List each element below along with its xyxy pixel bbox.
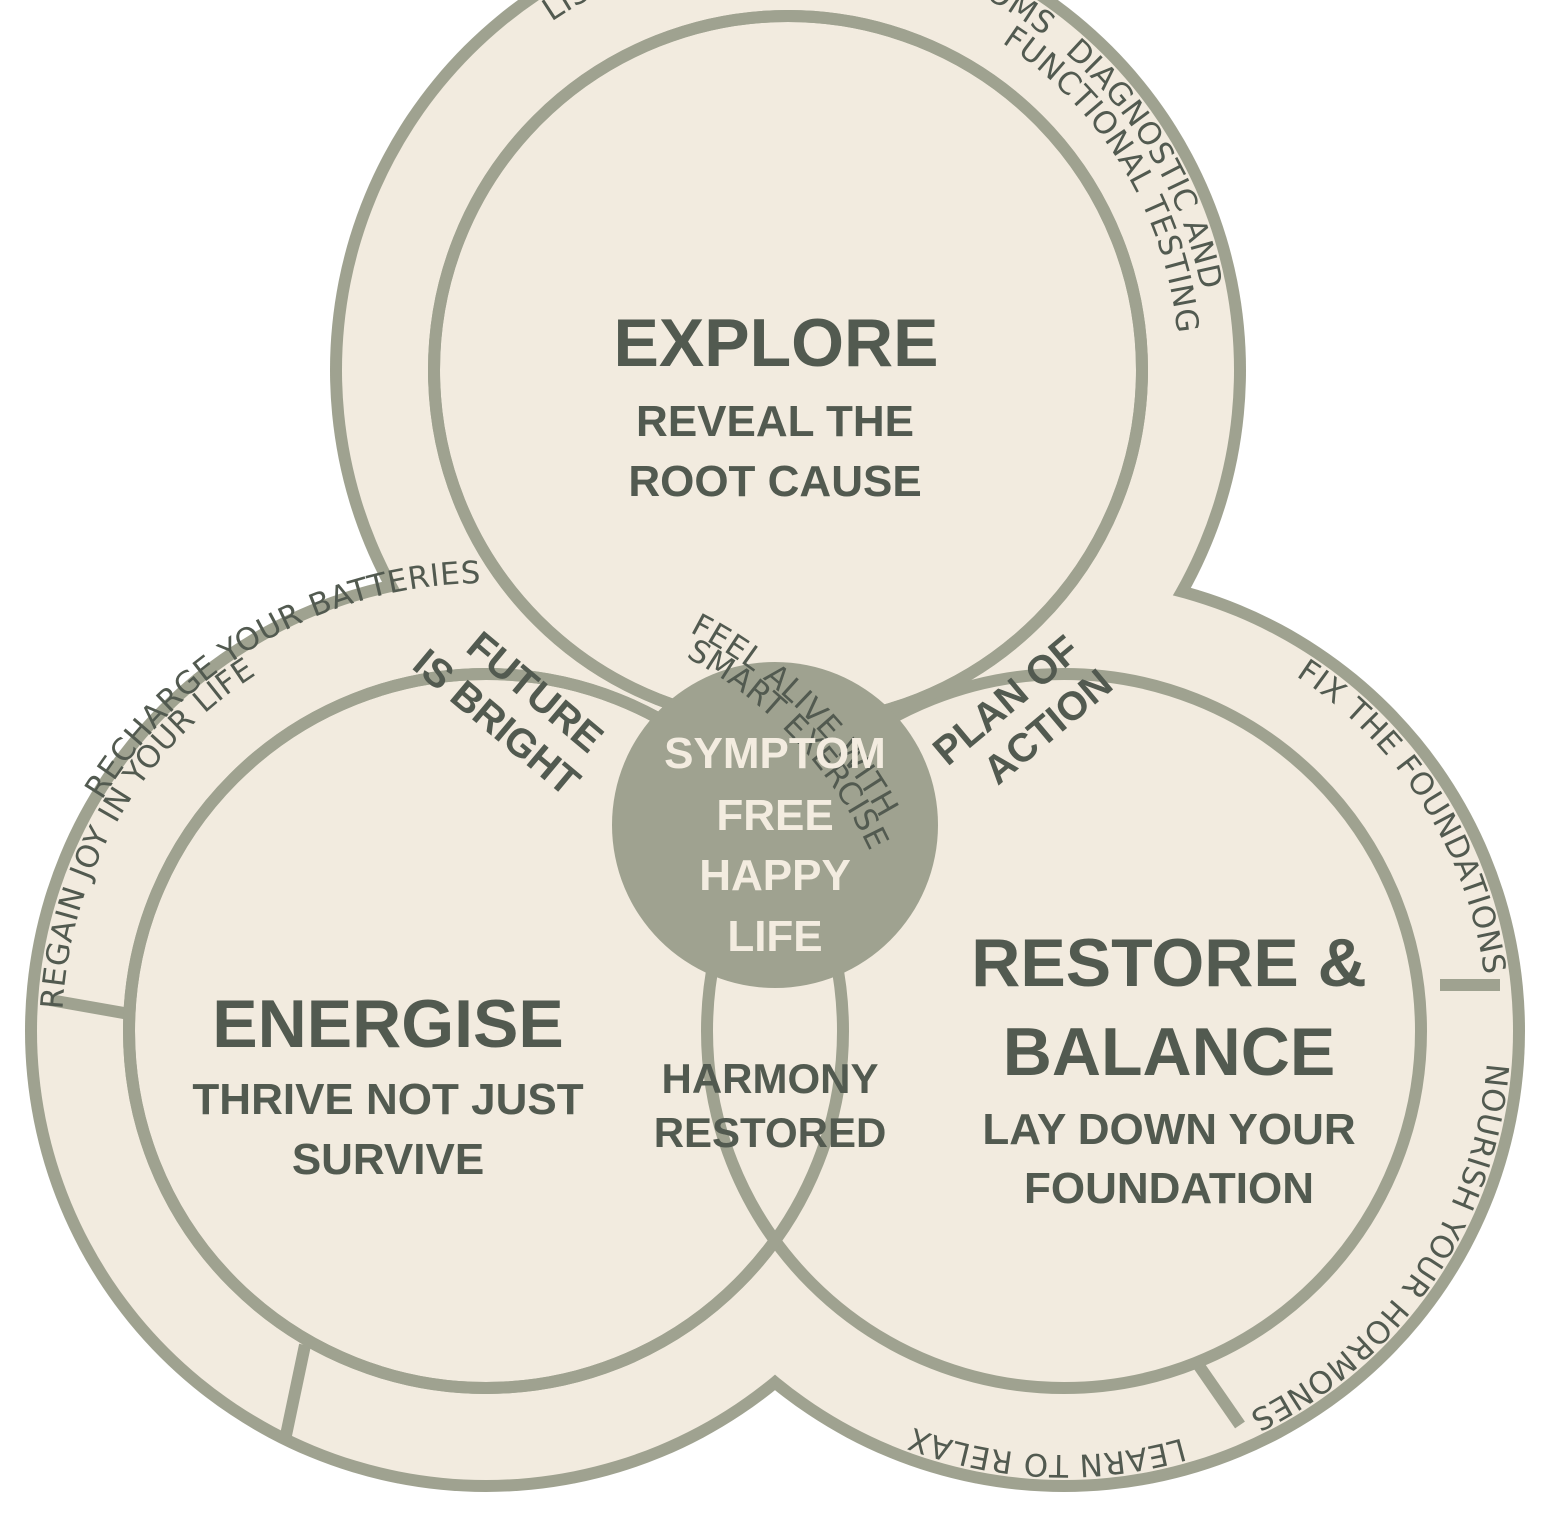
restore-title-line-2: BALANCE	[1003, 1014, 1335, 1090]
center-line-3: HAPPY	[699, 851, 851, 900]
energise-title: ENERGISE	[212, 986, 563, 1062]
explore-subtitle-line-2: ROOT CAUSE	[628, 457, 921, 506]
energise-inner-outline	[123, 668, 849, 1394]
restore-title-line-1: RESTORE &	[971, 925, 1366, 1001]
inner-circles	[123, 10, 1427, 1394]
explore-group: EXPLORE REVEAL THE ROOT CAUSE	[614, 305, 939, 506]
energise-separator-1	[48, 994, 137, 1021]
center-disc	[612, 662, 938, 988]
center-group: SYMPTOM FREE HAPPY LIFE	[664, 729, 886, 961]
center-line-4: LIFE	[727, 912, 822, 961]
center-line-1: SYMPTOM	[664, 729, 886, 778]
energise-subtitle-line-1: THRIVE NOT JUST	[192, 1075, 583, 1124]
explore-subtitle-line-1: REVEAL THE	[636, 397, 914, 446]
overlap-energise-restore-line-2: RESTORED	[654, 1109, 887, 1156]
restore-group: RESTORE & BALANCE LAY DOWN YOUR FOUNDATI…	[971, 925, 1366, 1213]
energise-subtitle-line-2: SURVIVE	[292, 1135, 484, 1184]
overlap-energise-restore-line-1: HARMONY	[662, 1055, 879, 1102]
energise-separator-2	[279, 1343, 311, 1442]
restore-separator-2	[1190, 1356, 1245, 1429]
restore-subtitle-line-1: LAY DOWN YOUR	[982, 1105, 1355, 1154]
energise-group: ENERGISE THRIVE NOT JUST SURVIVE	[192, 986, 583, 1184]
explore-title: EXPLORE	[614, 305, 939, 381]
center-line-2: FREE	[716, 791, 833, 840]
restore-subtitle-line-2: FOUNDATION	[1024, 1164, 1314, 1213]
